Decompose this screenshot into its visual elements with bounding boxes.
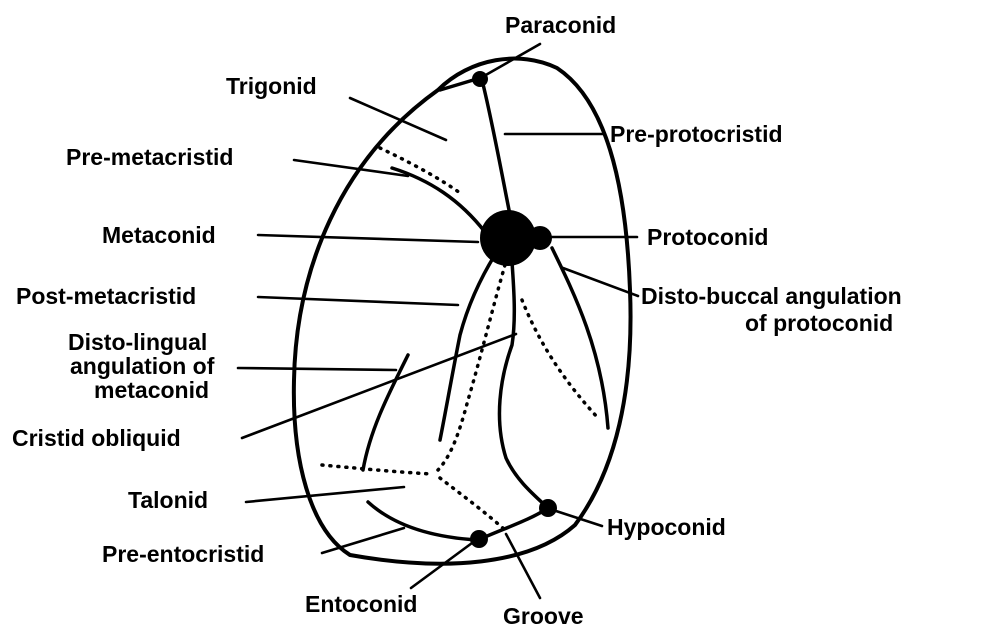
paraconid-cusp [472, 71, 488, 87]
leader-groove [506, 534, 540, 598]
label-disto-buccal-line2: of protoconid [745, 310, 893, 336]
dotted-trigonid-boundary [380, 148, 463, 195]
dotted-buccal-groove [522, 300, 598, 418]
leader-metaconid [258, 235, 478, 242]
leader-trigonid [350, 98, 446, 140]
label-post-metacristid: Post-metacristid [16, 283, 196, 309]
label-pre-metacristid: Pre-metacristid [66, 144, 233, 170]
dotted-lower-groove [440, 478, 505, 530]
label-pre-protocristid: Pre-protocristid [610, 121, 783, 147]
dotted-groove-line [438, 265, 505, 470]
leader-cristid-obliquid [242, 334, 516, 438]
label-pre-entocristid: Pre-entocristid [102, 541, 264, 567]
label-cristid-obliquid: Cristid obliquid [12, 425, 181, 451]
pre-protocristid-line [482, 80, 510, 215]
label-talonid: Talonid [128, 487, 208, 513]
hypoconid-cusp [539, 499, 557, 517]
entoconid-cusp [470, 530, 488, 548]
protoconid-cusp [480, 210, 536, 266]
label-disto-buccal-line1: Disto-buccal angulation [641, 283, 902, 309]
label-disto-lingual-line2: angulation of [70, 353, 215, 379]
label-entoconid: Entoconid [305, 591, 417, 617]
label-metaconid: Metaconid [102, 222, 216, 248]
label-trigonid: Trigonid [226, 73, 317, 99]
leader-talonid [246, 487, 404, 502]
label-paraconid: Paraconid [505, 12, 616, 38]
cristid-obliquid-line [499, 262, 548, 508]
label-disto-lingual-line1: Disto-lingual [68, 329, 207, 355]
label-groove: Groove [503, 603, 584, 628]
leader-entoconid [411, 543, 472, 588]
leader-post-metacristid [258, 297, 458, 305]
label-disto-lingual-line3: metaconid [94, 377, 209, 403]
disto-lingual-crest [363, 355, 408, 470]
dotted-talonid-boundary [322, 465, 432, 474]
hypoconid-entoconid-crest [478, 508, 548, 540]
label-hypoconid: Hypoconid [607, 514, 726, 540]
label-protoconid: Protoconid [647, 224, 768, 250]
leader-hypoconid [556, 511, 602, 526]
leader-disto-lingual [238, 368, 396, 370]
protoconid-lobe [528, 226, 552, 250]
